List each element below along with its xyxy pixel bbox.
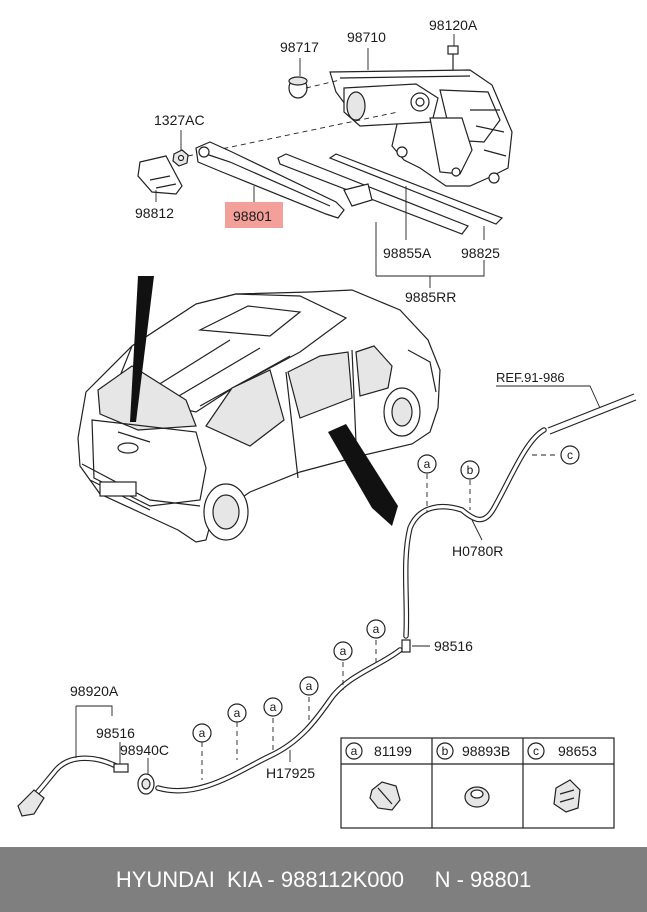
- legend-cell-c: c 98653: [527, 742, 597, 813]
- wiper-motor-drawing: [288, 45, 513, 187]
- legend-cell-a: a 81199: [345, 742, 412, 811]
- label-h0780r: H0780R: [452, 543, 503, 559]
- svg-text:a: a: [270, 700, 277, 714]
- legend-table: a 81199 b 98893B c 98653: [340, 737, 615, 829]
- label-98710: 98710: [347, 29, 386, 45]
- label-leaders: [75, 34, 601, 774]
- callout-a-7: a: [192, 723, 212, 743]
- footer-part-numbers: HYUNDAI KIA - 988112K000 N - 98801: [115, 866, 532, 892]
- svg-text:a: a: [351, 744, 358, 758]
- svg-text:98893B: 98893B: [462, 743, 510, 759]
- label-98940c: 98940C: [120, 742, 169, 758]
- svg-text:b: b: [467, 463, 474, 477]
- label-98920a: 98920A: [70, 683, 119, 699]
- label-98516-top: 98516: [434, 638, 473, 654]
- svg-text:a: a: [306, 679, 313, 693]
- svg-text:a: a: [340, 644, 347, 658]
- label-1327ac: 1327AC: [154, 112, 205, 128]
- part-highlight-box: [225, 202, 283, 228]
- callout-c-1: c: [560, 445, 580, 465]
- footer-bar: HYUNDAI KIA - 988112K000 N - 98801: [0, 847, 647, 912]
- svg-text:a: a: [234, 706, 241, 720]
- callout-a-6: a: [227, 703, 247, 723]
- svg-text:a: a: [199, 726, 206, 740]
- label-98801: 98801: [233, 208, 272, 224]
- callout-a-4: a: [299, 676, 319, 696]
- svg-text:98653: 98653: [558, 743, 597, 759]
- label-98825: 98825: [461, 245, 500, 261]
- svg-text:81199: 81199: [374, 743, 412, 759]
- callout-a-1: a: [417, 454, 437, 474]
- callout-a-2: a: [366, 619, 386, 639]
- nut-drawing: [172, 149, 189, 167]
- arrow-to-wiper: [130, 276, 154, 422]
- svg-text:a: a: [424, 457, 431, 471]
- svg-text:a: a: [373, 622, 380, 636]
- callout-a-5: a: [263, 697, 283, 717]
- label-98120a: 98120A: [429, 17, 478, 33]
- clip-leaders: [201, 454, 556, 780]
- parts-diagram: a b c a a a a a a: [17, 17, 637, 829]
- legend-cell-b: b 98893B: [436, 742, 510, 808]
- svg-text:b: b: [442, 744, 449, 758]
- label-98855a: 98855A: [383, 245, 432, 261]
- label-h17925: H17925: [266, 765, 315, 781]
- label-98812: 98812: [135, 205, 174, 221]
- arrow-to-hose: [328, 424, 398, 526]
- callout-b-1: b: [460, 460, 480, 480]
- svg-text:c: c: [567, 448, 573, 462]
- hose-routing: [17, 393, 637, 817]
- svg-text:c: c: [533, 744, 539, 758]
- wiper-arm-drawing: [195, 141, 345, 219]
- cover-drawing: [137, 155, 183, 195]
- vehicle-drawing: [77, 289, 441, 543]
- label-9885rr: 9885RR: [405, 289, 456, 305]
- label-ref-91-986: REF.91-986: [496, 370, 565, 385]
- wiper-blade-drawing: [277, 153, 504, 235]
- label-98516-left: 98516: [96, 725, 135, 741]
- callout-a-3: a: [333, 641, 353, 661]
- label-98717: 98717: [280, 39, 319, 55]
